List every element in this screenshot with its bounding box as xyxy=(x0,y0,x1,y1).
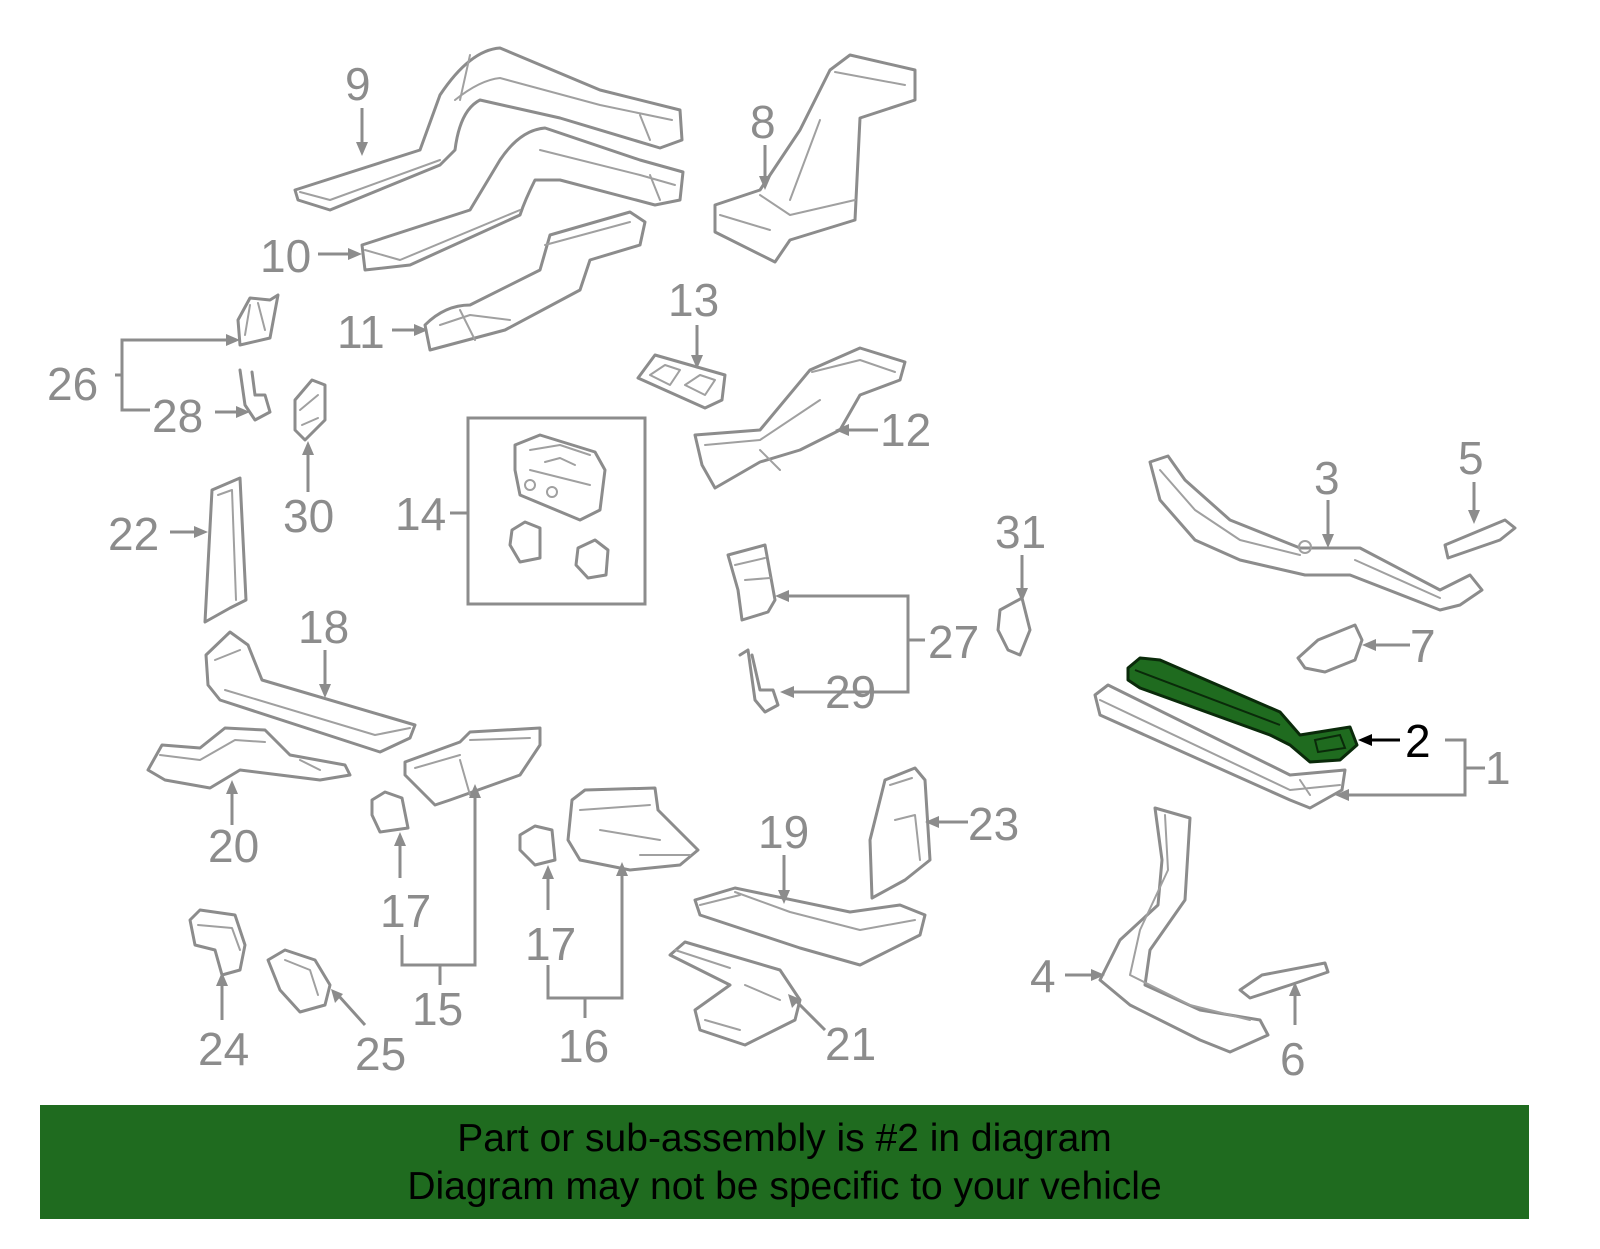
part-26-bracket[interactable] xyxy=(236,293,280,347)
part-11-duct[interactable] xyxy=(423,210,647,352)
callout-2: 2 xyxy=(1405,715,1431,767)
callout-28: 28 xyxy=(152,390,203,442)
leader-lines xyxy=(115,108,1485,1032)
part-1-duct[interactable] xyxy=(1093,683,1347,810)
callout-19: 19 xyxy=(758,806,809,858)
part-9-duct[interactable] xyxy=(293,46,684,212)
callout-30: 30 xyxy=(283,490,334,542)
banner-line-1: Part or sub-assembly is #2 in diagram xyxy=(457,1117,1112,1160)
callout-4: 4 xyxy=(1030,950,1056,1002)
part-27-bracket[interactable] xyxy=(726,543,777,622)
callout-17-mid: 17 xyxy=(525,918,576,970)
callout-10: 10 xyxy=(260,230,311,282)
callout-3: 3 xyxy=(1314,452,1340,504)
callout-21: 21 xyxy=(825,1018,876,1070)
part-17-clip-left[interactable] xyxy=(370,790,410,834)
part-17-clip-mid[interactable] xyxy=(518,824,557,867)
part-21-duct[interactable] xyxy=(668,940,802,1047)
part-10-duct[interactable] xyxy=(360,126,685,272)
part-18-duct[interactable] xyxy=(204,630,417,754)
callout-20: 20 xyxy=(208,820,259,872)
callout-11: 11 xyxy=(337,306,385,358)
part-28-clip[interactable] xyxy=(238,368,272,422)
callout-14: 14 xyxy=(395,488,446,540)
part-25-vent[interactable] xyxy=(266,948,332,1014)
banner-line-2: Diagram may not be specific to your vehi… xyxy=(407,1165,1162,1208)
part-13-vent[interactable] xyxy=(636,353,727,410)
part-29-clip[interactable] xyxy=(738,648,780,714)
callout-18: 18 xyxy=(298,601,349,653)
callout-25: 25 xyxy=(355,1028,406,1080)
part-4-duct[interactable] xyxy=(1098,806,1270,1054)
callout-29: 29 xyxy=(825,666,876,718)
callout-17-left: 17 xyxy=(380,885,431,937)
callout-8: 8 xyxy=(750,96,776,148)
part-8-duct[interactable] xyxy=(713,53,917,264)
part-7-vent[interactable] xyxy=(1296,623,1364,674)
part-23-pillar[interactable] xyxy=(868,766,932,900)
callout-16: 16 xyxy=(558,1020,609,1072)
part-3-duct[interactable] xyxy=(1148,454,1484,612)
callout-22: 22 xyxy=(108,508,159,560)
part-31-clip[interactable] xyxy=(996,596,1032,657)
part-24-vent[interactable] xyxy=(188,908,247,977)
callout-9: 9 xyxy=(345,58,371,110)
part-20-duct[interactable] xyxy=(146,726,352,790)
callout-26: 26 xyxy=(47,358,98,410)
callout-12: 12 xyxy=(880,404,931,456)
callout-7: 7 xyxy=(1410,620,1436,672)
callout-27: 27 xyxy=(928,616,979,668)
part-6-vent[interactable] xyxy=(1238,961,1330,1000)
part-12-duct[interactable] xyxy=(693,346,907,490)
part-2-highlighted-duct[interactable] xyxy=(1126,656,1359,764)
info-banner: Part or sub-assembly is #2 in diagram Di… xyxy=(40,1105,1529,1219)
callout-24: 24 xyxy=(198,1023,249,1075)
callout-13: 13 xyxy=(668,274,719,326)
callout-5: 5 xyxy=(1458,432,1484,484)
part-5-vent[interactable] xyxy=(1443,518,1517,560)
callout-15: 15 xyxy=(412,983,463,1035)
callout-23: 23 xyxy=(968,798,1019,850)
callout-labels: 9 8 10 11 13 12 26 28 30 14 22 18 20 17 … xyxy=(47,58,1511,1085)
callout-31: 31 xyxy=(995,506,1046,558)
callout-1: 1 xyxy=(1485,742,1511,794)
part-30-connector[interactable] xyxy=(293,378,327,442)
part-16-duct[interactable] xyxy=(566,786,700,872)
part-14-assembly[interactable] xyxy=(466,416,647,606)
part-22-pillar[interactable] xyxy=(203,476,248,624)
part-19-duct[interactable] xyxy=(693,886,927,967)
callout-6: 6 xyxy=(1280,1033,1306,1085)
part-15-duct[interactable] xyxy=(403,726,542,807)
